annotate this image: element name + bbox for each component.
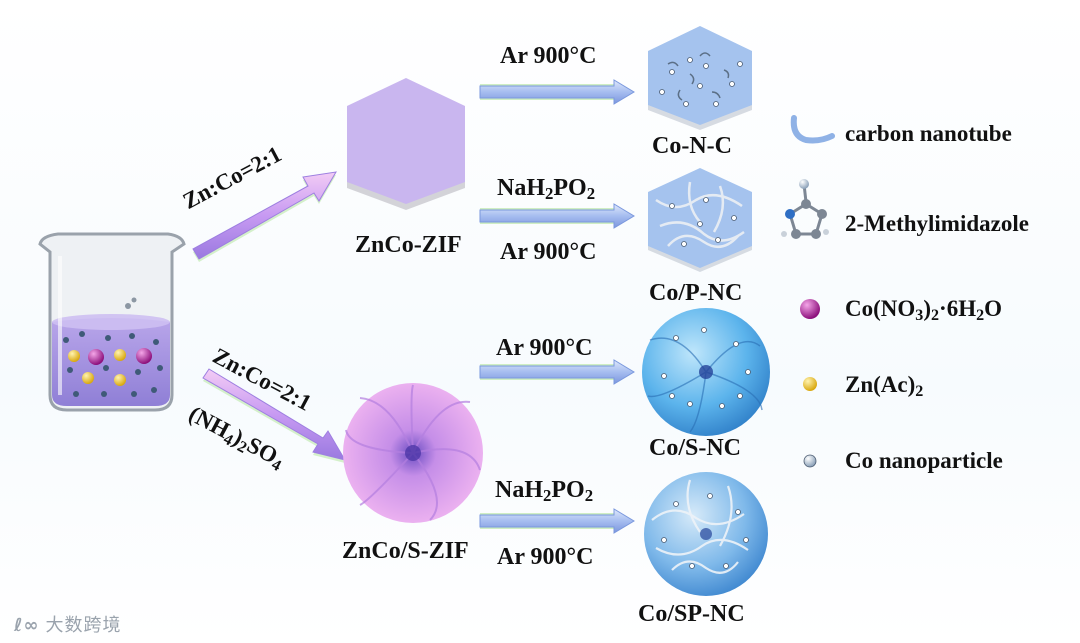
watermark: ℓ∞大数跨境 xyxy=(14,611,121,637)
arrow-to-znco-zif xyxy=(192,171,337,262)
arrow-to-znco-s-zif xyxy=(202,368,347,463)
co-s-nc-product xyxy=(642,308,770,436)
znco-s-zif-flower xyxy=(343,383,483,523)
arrow-to-co-sp-nc xyxy=(479,508,635,534)
ar-900-label-2: Ar 900°C xyxy=(500,239,597,265)
co-nanoparticle-icon xyxy=(803,454,817,468)
co-sp-nc-label: Co/SP-NC xyxy=(638,601,745,627)
znco-zif-label: ZnCo-ZIF xyxy=(355,232,462,258)
methylimidazole-icon xyxy=(781,179,829,239)
beaker-particles xyxy=(63,297,163,397)
arrow-to-co-s-nc xyxy=(479,359,635,385)
arrow-to-co-n-c xyxy=(479,79,635,105)
nah2po2-label-a: NaH2PO2 xyxy=(497,175,596,204)
co-p-nc-label: Co/P-NC xyxy=(649,280,743,306)
beaker-solution xyxy=(52,318,170,406)
co-n-c-label: Co-N-C xyxy=(652,133,732,159)
watermark-text: 大数跨境 xyxy=(45,615,122,636)
arrow-to-co-p-nc xyxy=(479,203,635,229)
co-sp-nc-product xyxy=(644,472,768,596)
cobalt-nitrate-icon xyxy=(800,299,820,319)
carbon-nanotube-icon xyxy=(790,115,835,144)
watermark-logo-icon: ℓ∞ xyxy=(14,615,40,636)
co-n-c-product xyxy=(648,26,752,130)
co-s-nc-label: Co/S-NC xyxy=(649,435,742,461)
ar-900-label-4: Ar 900°C xyxy=(497,544,594,570)
legend-co-nanoparticle-label: Co nanoparticle xyxy=(845,448,1003,473)
legend-cobalt-nitrate-label: Co(NO3)2·6H2O xyxy=(845,296,1003,325)
ar-900-label-3: Ar 900°C xyxy=(496,335,593,361)
co-p-nc-product xyxy=(648,168,752,272)
znco-zif-hexagon xyxy=(347,78,465,210)
znco-s-zif-label: ZnCo/S-ZIF xyxy=(342,538,469,564)
legend-carbon-nanotube-label: carbon nanotube xyxy=(845,121,1012,146)
ar-900-label-1: Ar 900°C xyxy=(500,43,597,69)
beaker xyxy=(38,232,186,412)
nah2po2-label-b: NaH2PO2 xyxy=(495,477,594,506)
zinc-acetate-icon xyxy=(803,377,817,391)
legend-zinc-acetate-label: Zn(Ac)2 xyxy=(845,372,924,401)
legend-methylimidazole-label: 2-Methylimidazole xyxy=(845,211,1029,236)
